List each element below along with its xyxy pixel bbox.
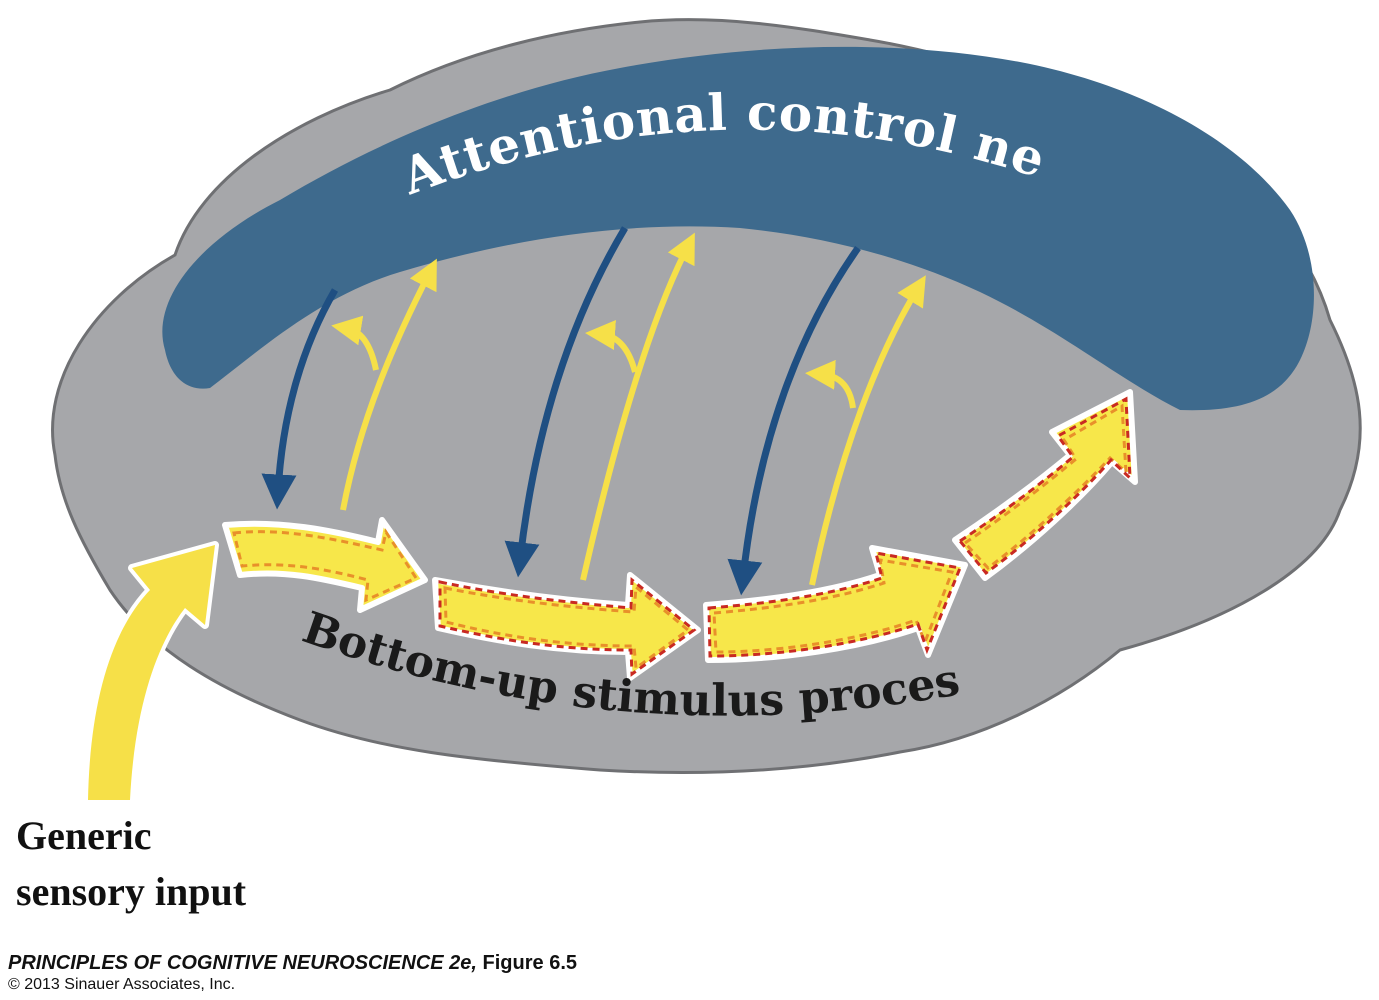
bottomup-branch-1 xyxy=(331,315,379,371)
bottomup-branch-2 xyxy=(585,320,638,373)
bottomup-arrow-1 xyxy=(340,258,437,511)
figure-caption: PRINCIPLES OF COGNITIVE NEUROSCIENCE 2e,… xyxy=(8,952,577,975)
stream-arrow-3 xyxy=(703,545,968,663)
topdown-arrow-1 xyxy=(261,288,339,510)
bottomup-branch-3 xyxy=(805,359,856,409)
sensory-input-line2: sensory input xyxy=(16,869,247,914)
topdown-arrow-3 xyxy=(727,245,861,596)
stream-arrow-1 xyxy=(222,517,428,613)
sensory-input-line1: Generic xyxy=(16,813,152,858)
copyright-line: © 2013 Sinauer Associates, Inc. xyxy=(8,976,236,993)
book-title: PRINCIPLES OF COGNITIVE NEUROSCIENCE 2e, xyxy=(8,952,477,974)
attentional-network-band xyxy=(162,46,1314,411)
figure-number: Figure 6.5 xyxy=(482,952,578,974)
stream-arrow-2 xyxy=(432,572,701,681)
stream-arrow-4 xyxy=(952,389,1138,581)
sensory-input-label: Generic sensory input xyxy=(16,808,346,920)
bottomup-arrow-2 xyxy=(580,232,695,581)
bottomup-arrow-3 xyxy=(809,275,926,586)
sensory-input-arrow xyxy=(84,541,219,804)
topdown-arrow-2 xyxy=(504,226,629,578)
